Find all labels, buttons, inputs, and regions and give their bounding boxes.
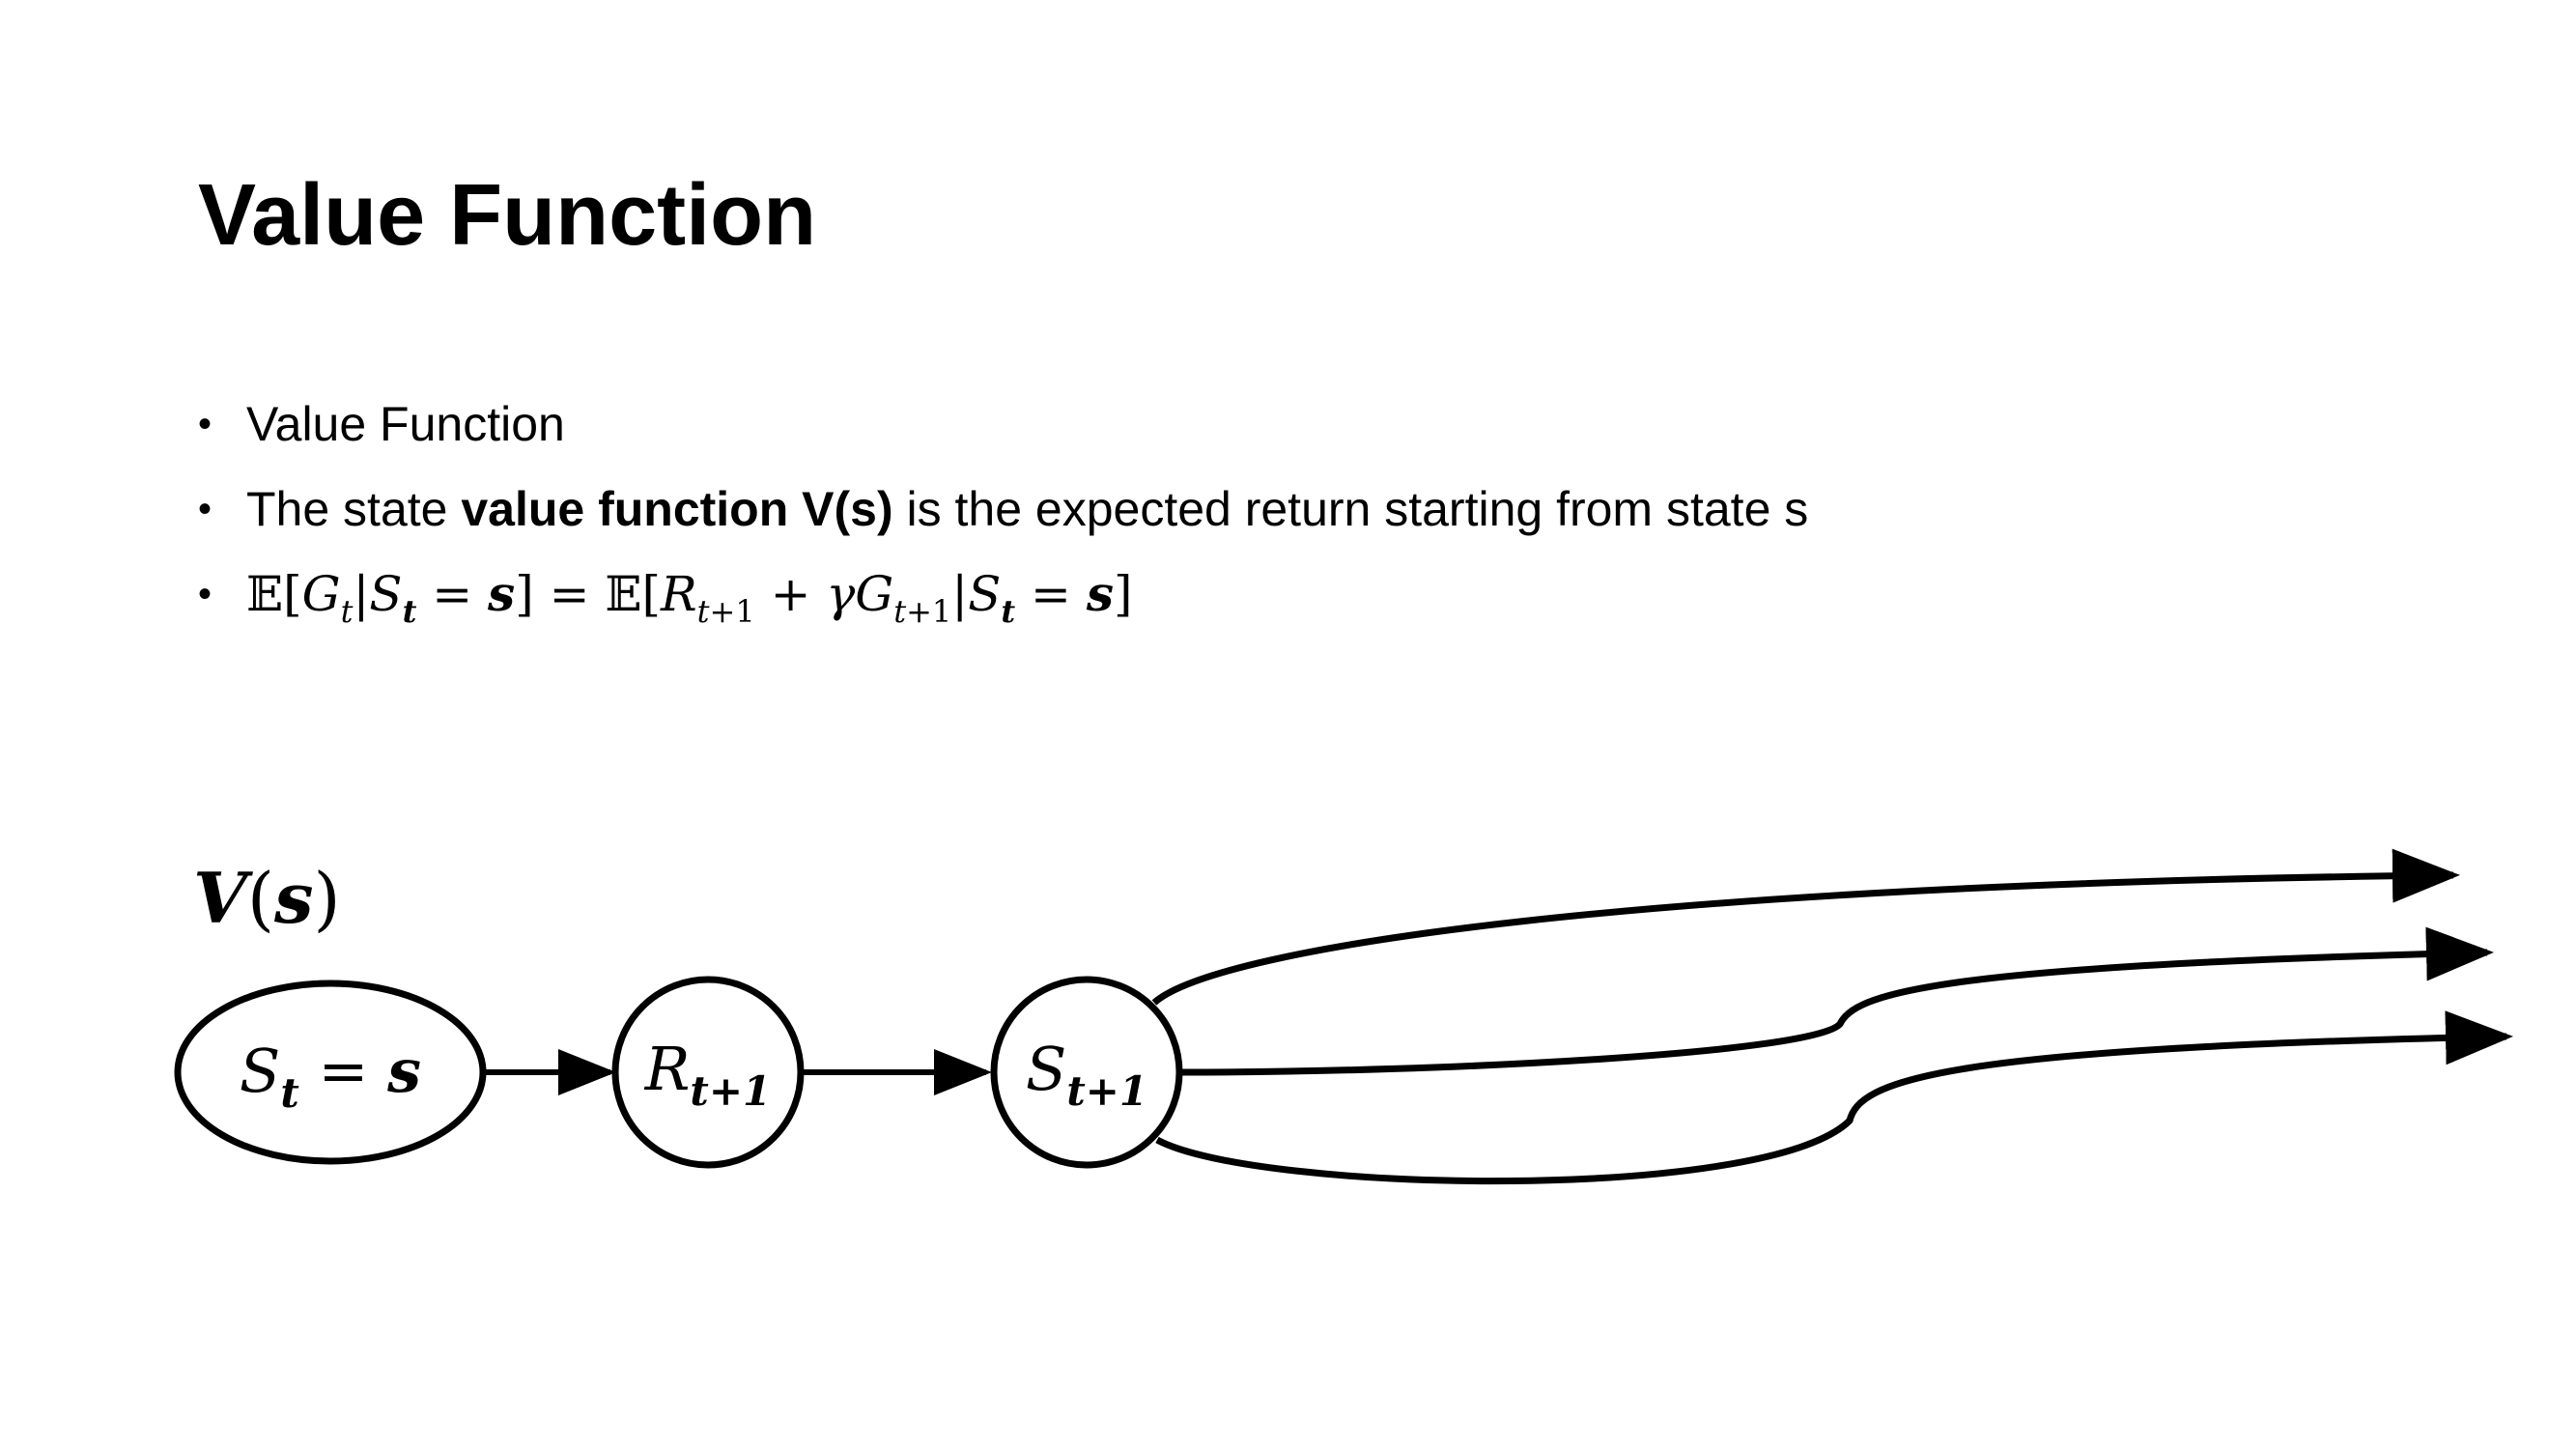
reward-next-node: [611, 976, 805, 1169]
state-next-node: [990, 976, 1183, 1169]
state-current-label: St = s: [240, 1036, 421, 1117]
trajectory-branch-top: [1151, 848, 2460, 1006]
bullet-item: • Value Function: [198, 391, 1808, 476]
bullet-text-pre: The state: [246, 482, 462, 536]
trajectory-branch-middle: [1180, 926, 2494, 1076]
bullet-item: • The state value function V(s) is the e…: [198, 476, 1808, 561]
bullet-icon: •: [198, 488, 212, 530]
bullet-text-post: is the expected return starting from sta…: [892, 482, 1809, 536]
bullet-icon: •: [198, 573, 212, 615]
slide-title: Value Function: [198, 167, 817, 264]
bullet-text: Value Function: [246, 397, 565, 451]
state-next-label: St+1: [1026, 1034, 1147, 1115]
state-current-node: [174, 980, 487, 1165]
value-label: V(s): [193, 857, 341, 939]
bellman-equation: 𝔼[Gt|St = s] = 𝔼[Rt+1 + γGt+1|St = s]: [246, 565, 1133, 630]
bullet-icon: •: [198, 403, 212, 445]
bullet-item: • 𝔼[Gt|St = s] = 𝔼[Rt+1 + γGt+1|St = s]: [198, 561, 1808, 646]
bullet-text-bold: value function V(s): [461, 482, 893, 536]
trajectory-branches: [1151, 848, 2513, 1185]
bullet-list: • Value Function • The state value funct…: [198, 391, 1808, 646]
reward-next-label: Rt+1: [644, 1034, 772, 1115]
trajectory-branch-bottom: [1155, 1010, 2513, 1185]
